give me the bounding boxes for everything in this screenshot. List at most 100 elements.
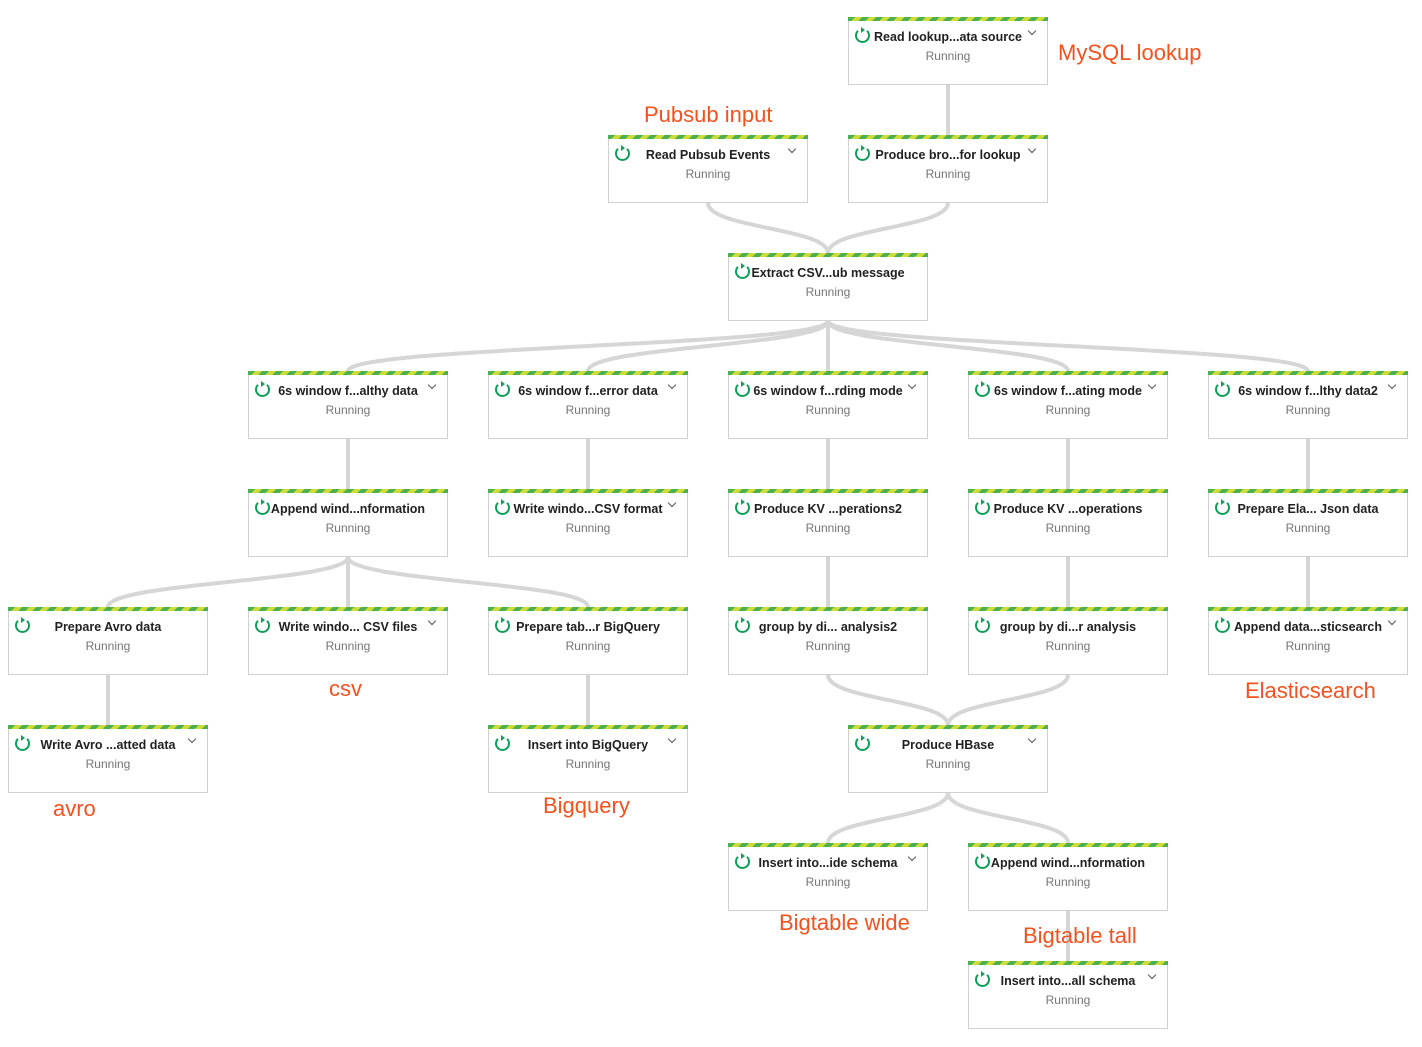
running-icon	[495, 499, 510, 515]
progress-stripe	[488, 489, 688, 493]
running-icon	[255, 499, 270, 515]
running-icon	[15, 617, 30, 633]
step-status: Running	[805, 521, 851, 535]
step-status: Running	[325, 521, 371, 535]
progress-stripe	[1208, 371, 1408, 375]
annotation-elasticsearch: Elasticsearch	[1245, 678, 1376, 703]
chevron-down-icon[interactable]	[667, 380, 677, 390]
running-icon	[855, 735, 870, 751]
chevron-down-icon[interactable]	[667, 498, 677, 508]
step-status: Running	[85, 639, 131, 653]
progress-stripe	[1208, 489, 1408, 493]
progress-stripe	[8, 607, 208, 611]
chevron-down-icon[interactable]	[427, 380, 437, 390]
chevron-down-icon[interactable]	[1387, 380, 1397, 390]
progress-stripe	[968, 371, 1168, 375]
chevron-down-icon[interactable]	[1027, 734, 1037, 744]
step-title: Prepare tab...r BigQuery	[516, 620, 660, 634]
progress-stripe	[968, 607, 1168, 611]
progress-stripe	[848, 135, 1048, 139]
pipeline-edge	[586, 320, 830, 372]
progress-stripe	[1208, 607, 1408, 611]
running-icon	[975, 853, 990, 869]
pipeline-edge	[346, 319, 830, 373]
progress-stripe	[248, 371, 448, 375]
progress-stripe	[488, 725, 688, 729]
step-status: Running	[1045, 875, 1091, 889]
progress-stripe	[8, 725, 208, 729]
step-title: 6s window f...ating mode	[994, 384, 1142, 398]
step-title: Prepare Avro data	[54, 620, 162, 634]
step-title: 6s window f...error data	[518, 384, 658, 398]
step-title: Insert into BigQuery	[527, 738, 649, 752]
step-title: Write windo... CSV files	[278, 620, 418, 634]
step-status: Running	[565, 521, 611, 535]
chevron-down-icon[interactable]	[1027, 26, 1037, 36]
progress-stripe	[728, 371, 928, 375]
pipeline-edge	[706, 202, 830, 254]
step-title: Write Avro ...atted data	[40, 738, 176, 752]
step-title: Extract CSV...ub message	[751, 266, 905, 280]
chevron-down-icon[interactable]	[427, 616, 437, 626]
step-status: Running	[805, 403, 851, 417]
step-status: Running	[925, 167, 971, 181]
running-icon	[975, 499, 990, 515]
running-icon	[975, 971, 990, 987]
annotation-bigquery: Bigquery	[543, 793, 630, 818]
running-icon	[735, 853, 750, 869]
pipeline-edge	[346, 556, 590, 608]
step-title: 6s window f...lthy data2	[1238, 384, 1378, 398]
chevron-down-icon[interactable]	[1027, 144, 1037, 154]
running-icon	[255, 617, 270, 633]
annotation-mysql-lookup: MySQL lookup	[1058, 40, 1202, 65]
chevron-down-icon[interactable]	[187, 734, 197, 744]
step-title: Insert into...ide schema	[758, 856, 898, 870]
step-title: 6s window f...rding mode	[753, 384, 903, 398]
running-icon	[975, 617, 990, 633]
chevron-down-icon[interactable]	[907, 380, 917, 390]
step-title: Produce KV ...operations	[993, 502, 1143, 516]
pipeline-edge	[826, 320, 1070, 372]
chevron-down-icon[interactable]	[667, 734, 677, 744]
chevron-down-icon[interactable]	[1147, 380, 1157, 390]
chevron-down-icon[interactable]	[907, 852, 917, 862]
step-title: Read lookup...ata source	[874, 30, 1022, 44]
chevron-down-icon[interactable]	[787, 144, 797, 154]
step-status: Running	[685, 167, 731, 181]
step-title: Produce bro...for lookup	[875, 148, 1021, 162]
chevron-down-icon[interactable]	[1147, 970, 1157, 980]
running-icon	[735, 617, 750, 633]
pipeline-edge	[826, 319, 1310, 373]
running-icon	[615, 145, 630, 161]
step-status: Running	[1285, 521, 1331, 535]
chevron-down-icon[interactable]	[1387, 616, 1397, 626]
running-icon	[255, 381, 270, 397]
